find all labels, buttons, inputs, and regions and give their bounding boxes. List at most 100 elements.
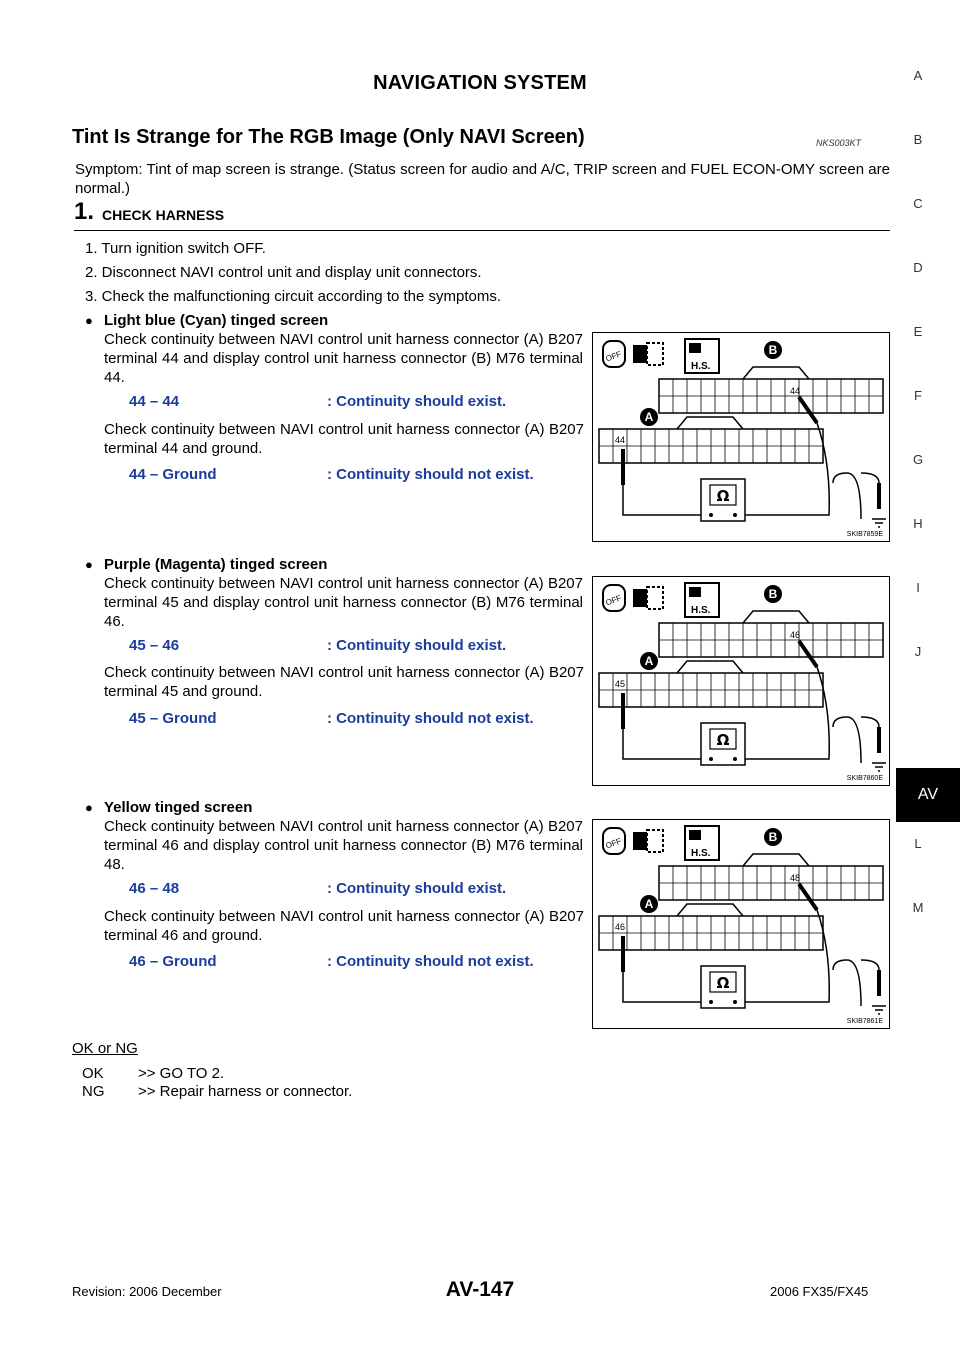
svg-text:H.S.: H.S. [691,361,711,372]
side-tab-h[interactable]: H [913,516,923,531]
connector-disconnect-icon [633,342,664,366]
result-ng-label: NG [82,1083,105,1100]
spec-lhs: 45 – 46 [129,637,180,654]
svg-text:A: A [645,410,654,424]
ground-icon [832,716,886,772]
step-heading: 1. CHECK HARNESS [74,196,890,231]
test-leads [621,639,830,760]
side-tab-j[interactable]: J [914,644,922,659]
ground-icon [832,959,886,1015]
side-tab-f[interactable]: F [914,388,922,403]
check-title: Purple (Magenta) tinged screen [104,556,328,573]
side-tab-e[interactable]: E [913,324,923,339]
result-ng-action: >> Repair harness or connector. [138,1083,353,1100]
side-tab-a[interactable]: A [913,68,923,83]
result-ok-label: OK [82,1065,104,1082]
svg-text:45: 45 [615,679,625,689]
check-body: Check continuity between NAVI control un… [104,575,583,630]
check-item: ● Yellow tinged screen Check continuity … [85,798,583,874]
bullet-icon: ● [85,313,93,328]
svg-text:Ω: Ω [717,487,730,505]
step-number: 1. [74,198,95,225]
svg-text:A: A [645,897,654,911]
side-tab-g[interactable]: G [912,452,924,467]
side-tab-av[interactable]: AV [896,768,960,822]
spec-line: 46 – 48 : Continuity should exist. [129,880,506,897]
connector-disconnect-icon [633,829,664,853]
connector-a: 46 [598,903,824,951]
side-tab-i[interactable]: I [916,580,920,595]
footer-model: 2006 FX35/FX45 [770,1284,869,1299]
check-ground-text: Check continuity between NAVI control un… [104,421,584,457]
ohmmeter-icon: Ω [700,478,746,522]
check-item: ● Light blue (Cyan) tinged screen Check … [85,311,583,387]
svg-text:OFF: OFF [604,593,622,607]
check-title: Yellow tinged screen [104,799,253,816]
spec-rhs: : Continuity should exist. [327,880,507,897]
instruction-2: 2. Disconnect NAVI control unit and disp… [85,264,482,281]
ohmmeter-icon: Ω [700,965,746,1009]
spec-line: 44 – 44 : Continuity should exist. [129,393,506,410]
ignition-off-icon: OFF [602,340,626,368]
check-body: Check continuity between NAVI control un… [104,331,583,386]
connector-b-label: B [764,828,782,846]
side-tab-m[interactable]: M [912,900,924,915]
connector-b-label: B [764,341,782,359]
symptom-text: Symptom: Tint of map screen is strange. … [75,161,890,197]
result-ng: NG >> Repair harness or connector. [82,1083,352,1100]
svg-text:Ω: Ω [717,731,730,749]
connector-b: 46 [658,610,884,658]
ignition-off-icon: OFF [602,827,626,855]
spec-line: 46 – Ground : Continuity should not exis… [129,953,534,970]
footer-revision: Revision: 2006 December [72,1284,222,1299]
svg-text:46: 46 [790,630,800,640]
connector-a-label: A [640,408,658,426]
result-ok-action: >> GO TO 2. [138,1065,225,1082]
ok-ng-label: OK or NG [72,1040,138,1057]
spec-lhs: 44 – Ground [129,466,217,483]
check-body: Check continuity between NAVI control un… [104,818,583,873]
spec-rhs: : Continuity should not exist. [327,466,534,483]
side-tab-b[interactable]: B [913,132,923,147]
test-leads [621,395,830,516]
svg-text:48: 48 [790,873,800,883]
bullet-icon: ● [85,557,93,572]
section-title: Tint Is Strange for The RGB Image (Only … [72,126,585,148]
connector-a: 44 [598,416,824,464]
connector-disconnect-icon [633,586,664,610]
bullet-icon: ● [85,800,93,815]
spec-rhs: : Continuity should not exist. [327,710,534,727]
spec-line: 45 – 46 : Continuity should exist. [129,637,506,654]
side-tab-d[interactable]: D [913,260,923,275]
spec-line: 45 – Ground : Continuity should not exis… [129,710,534,727]
instruction-3: 3. Check the malfunctioning circuit acco… [85,288,502,305]
spec-rhs: : Continuity should not exist. [327,953,534,970]
test-leads [621,882,830,1003]
svg-text:H.S.: H.S. [691,848,711,859]
svg-text:OFF: OFF [604,836,622,850]
svg-text:H.S.: H.S. [691,605,711,616]
check-item: ● Purple (Magenta) tinged screen Check c… [85,555,583,631]
connector-b-label: B [764,585,782,603]
svg-text:Ω: Ω [717,974,730,992]
connector-a-label: A [640,652,658,670]
spec-rhs: : Continuity should exist. [327,393,507,410]
ground-icon [832,472,886,528]
side-tab-c[interactable]: C [913,196,923,211]
page-header: NAVIGATION SYSTEM [373,72,587,94]
spec-lhs: 44 – 44 [129,393,180,410]
side-tab-l[interactable]: L [914,836,922,851]
harness-side-icon: H.S. [684,825,720,861]
svg-text:A: A [645,654,654,668]
check-ground-text: Check continuity between NAVI control un… [104,908,584,944]
spec-lhs: 45 – Ground [129,710,217,727]
svg-text:B: B [769,830,778,844]
svg-text:44: 44 [615,435,625,445]
harness-side-icon: H.S. [684,582,720,618]
check-ground-text: Check continuity between NAVI control un… [104,664,584,700]
